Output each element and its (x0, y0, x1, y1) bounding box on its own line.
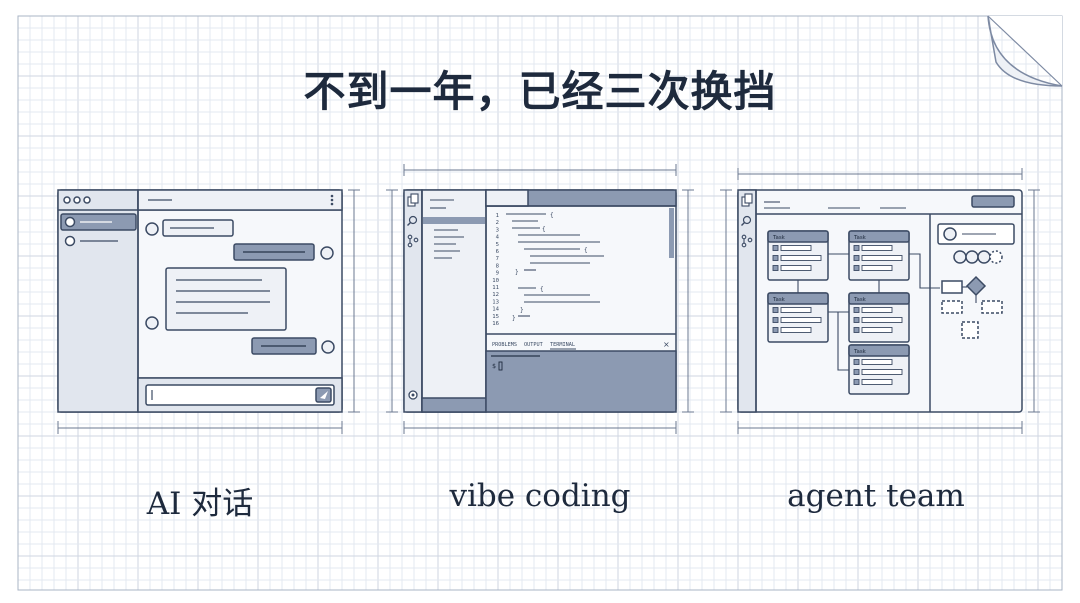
chat-input (145, 384, 335, 406)
checkbox-icon (772, 265, 779, 271)
scrollbar (669, 208, 674, 258)
code-brace: } (520, 307, 524, 314)
line-number: 16 (492, 321, 499, 327)
line-number: 2 (496, 220, 499, 226)
code-editor-mockup (403, 189, 677, 413)
checkbox-icon (853, 327, 860, 333)
chat-window-mockup (57, 189, 343, 413)
task-card[interactable]: Task (767, 292, 829, 343)
task-card[interactable]: Task (767, 230, 829, 281)
search-icon (407, 215, 418, 226)
code-brace: { (540, 286, 544, 293)
checkbox-icon (853, 307, 860, 313)
line-number: 8 (496, 263, 500, 269)
terminal-prompt: $ (492, 362, 496, 370)
line-number: 12 (492, 292, 499, 298)
line-number: 6 (496, 249, 499, 255)
editor-tab (485, 189, 529, 207)
terminal-cursor (498, 361, 503, 371)
dimension-lines-panel-1 (57, 189, 360, 434)
task-card-title: Task (853, 297, 867, 303)
panel-label-ai-chat: AI 对话 (146, 486, 254, 522)
code-brace: { (550, 212, 554, 219)
git-branch-icon (407, 234, 419, 248)
line-number: 15 (492, 314, 499, 320)
action-button (971, 195, 1015, 208)
window-dot-icon (73, 196, 81, 204)
page-title: 不到一年，已经三次换挡 (303, 67, 777, 116)
terminal-area (485, 350, 677, 413)
checkbox-icon (853, 317, 860, 323)
panel-tab-problems[interactable]: PROBLEMS (492, 342, 517, 348)
task-card[interactable]: Task (848, 292, 910, 343)
window-dot-icon (83, 196, 91, 204)
agent-avatars (953, 250, 1003, 264)
window-dot-icon (63, 196, 71, 204)
line-number: 7 (496, 256, 499, 262)
files-icon (407, 193, 419, 207)
avatar-icon (145, 316, 159, 330)
checkbox-icon (853, 245, 860, 251)
line-number: 11 (492, 285, 499, 291)
panel-label-vibe-coding: vibe coding (449, 478, 631, 514)
checkbox-icon (772, 245, 779, 251)
search-icon (741, 215, 752, 226)
code-brace: } (512, 315, 516, 322)
avatar-icon (320, 246, 334, 260)
checkbox-icon (772, 307, 779, 313)
task-card[interactable]: Task (848, 230, 910, 281)
dimension-lines-panel-2 (386, 164, 694, 434)
panel-tab-output[interactable]: OUTPUT (524, 342, 543, 348)
task-card-title: Task (772, 235, 786, 241)
checkbox-icon (853, 255, 860, 261)
chat-bubble-long (165, 267, 287, 331)
task-card-title: Task (772, 297, 786, 303)
line-number: 13 (492, 299, 499, 305)
line-number: 10 (492, 278, 499, 284)
checkbox-icon (853, 369, 860, 375)
checkbox-icon (853, 379, 860, 385)
line-number: 3 (496, 227, 499, 233)
task-card-title: Task (853, 349, 867, 355)
checkbox-icon (772, 327, 779, 333)
page-curl-icon (987, 15, 1063, 87)
code-brace: } (515, 269, 519, 276)
line-number: 4 (496, 235, 500, 241)
code-brace: { (584, 247, 588, 254)
avatar-icon (321, 340, 335, 354)
panel-close-icon[interactable]: × (663, 340, 670, 349)
task-card-title: Task (853, 235, 867, 241)
checkbox-icon (772, 317, 779, 323)
line-number: 14 (492, 307, 499, 313)
settings-gear-icon (408, 390, 418, 400)
code-brace: { (542, 226, 546, 233)
files-icon (741, 193, 753, 207)
line-number: 1 (496, 213, 499, 219)
dimension-lines-panel-3 (720, 168, 1040, 434)
git-branch-icon (741, 234, 753, 248)
avatar-icon (145, 222, 159, 236)
checkbox-icon (853, 359, 860, 365)
task-card[interactable]: Task (848, 344, 910, 395)
panel-label-agent-team: agent team (787, 478, 965, 514)
panel-tab-terminal[interactable]: TERMINAL (550, 342, 575, 348)
line-number: 9 (496, 271, 499, 277)
more-vertical-icon (330, 194, 334, 206)
avatar-icon (943, 227, 957, 241)
checkbox-icon (853, 265, 860, 271)
line-number: 5 (496, 242, 499, 248)
checkbox-icon (772, 255, 779, 261)
